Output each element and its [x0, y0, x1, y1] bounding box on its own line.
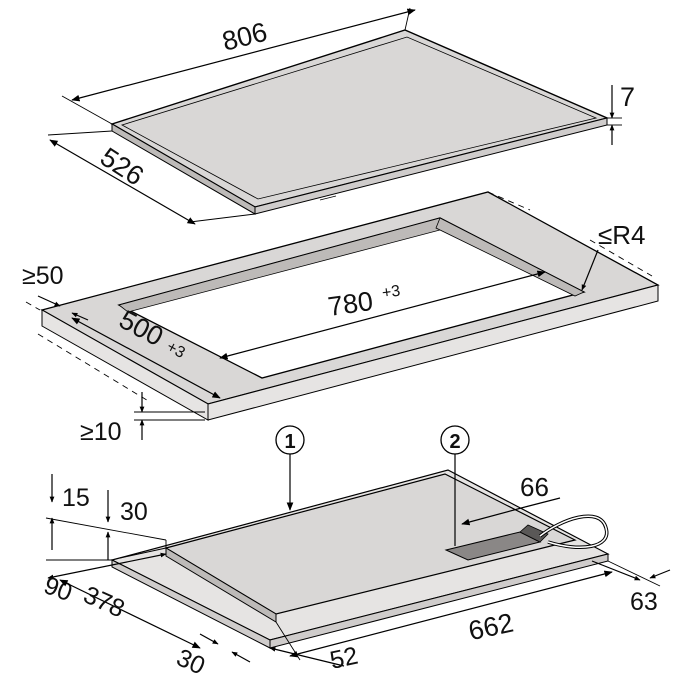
- label-15: 15: [62, 484, 90, 512]
- dim-line-526: [49, 139, 196, 225]
- dim-line-66-ext: [524, 497, 561, 508]
- label-30b: 30: [172, 644, 209, 681]
- callout-2-label: 2: [449, 431, 460, 453]
- label-50: ≥50: [22, 262, 64, 290]
- dim-line-806: [71, 8, 416, 102]
- label-66: 66: [520, 472, 549, 502]
- label-r4: ≤R4: [598, 220, 646, 250]
- ext-line: [47, 130, 113, 136]
- cutout-right-wall: [435, 217, 585, 297]
- dashed-line: [25, 301, 41, 311]
- label-10: ≥10: [80, 418, 122, 446]
- leader-r4: [581, 249, 599, 291]
- dim-line-378: [59, 579, 201, 649]
- label-7: 7: [620, 82, 635, 112]
- dim-line-30b-b: [231, 651, 251, 663]
- label-378: 378: [79, 581, 129, 624]
- label-662: 662: [466, 607, 516, 646]
- worktop-right-face: [207, 284, 659, 421]
- dashed-line: [589, 239, 653, 277]
- label-780-tolerance: +3: [381, 283, 402, 302]
- ext-line: [61, 95, 113, 125]
- dim-line-30b-a: [199, 633, 219, 645]
- dim-line-500: [71, 317, 221, 399]
- ext-line: [45, 517, 167, 541]
- label-500-tolerance: +3: [164, 338, 188, 362]
- label-52: 52: [327, 642, 360, 675]
- dim-line-90: [47, 552, 167, 580]
- label-780: 780: [326, 286, 375, 322]
- dim-line-63-a: [591, 560, 641, 581]
- dim-line-662: [289, 570, 613, 658]
- hob-top-view: 806 526 7: [47, 7, 635, 225]
- leader-50: [37, 295, 61, 307]
- dim-line-66: [461, 506, 526, 526]
- hob-body-view: 1 2 66 15 30 90 378 30 52: [40, 425, 671, 681]
- power-cable-inner: [539, 515, 608, 548]
- callout-1-label: 1: [284, 431, 295, 453]
- dim-line-780: [219, 270, 546, 360]
- label-806: 806: [219, 17, 270, 57]
- label-90: 90: [40, 571, 76, 607]
- ext-line: [189, 213, 256, 223]
- dim-line-63-b: [649, 569, 671, 579]
- leader-50b: [71, 312, 89, 321]
- label-526: 526: [95, 142, 149, 192]
- connection-terminal: [519, 524, 549, 543]
- ext-line: [607, 560, 661, 587]
- worktop-cutout-view: 780 +3 500 +3 ≤R4 ≥50 ≥10: [22, 191, 660, 446]
- dashed-line: [487, 191, 531, 211]
- label-30: 30: [120, 498, 148, 526]
- hob-edge-detail: [319, 195, 337, 201]
- label-63: 63: [630, 588, 658, 616]
